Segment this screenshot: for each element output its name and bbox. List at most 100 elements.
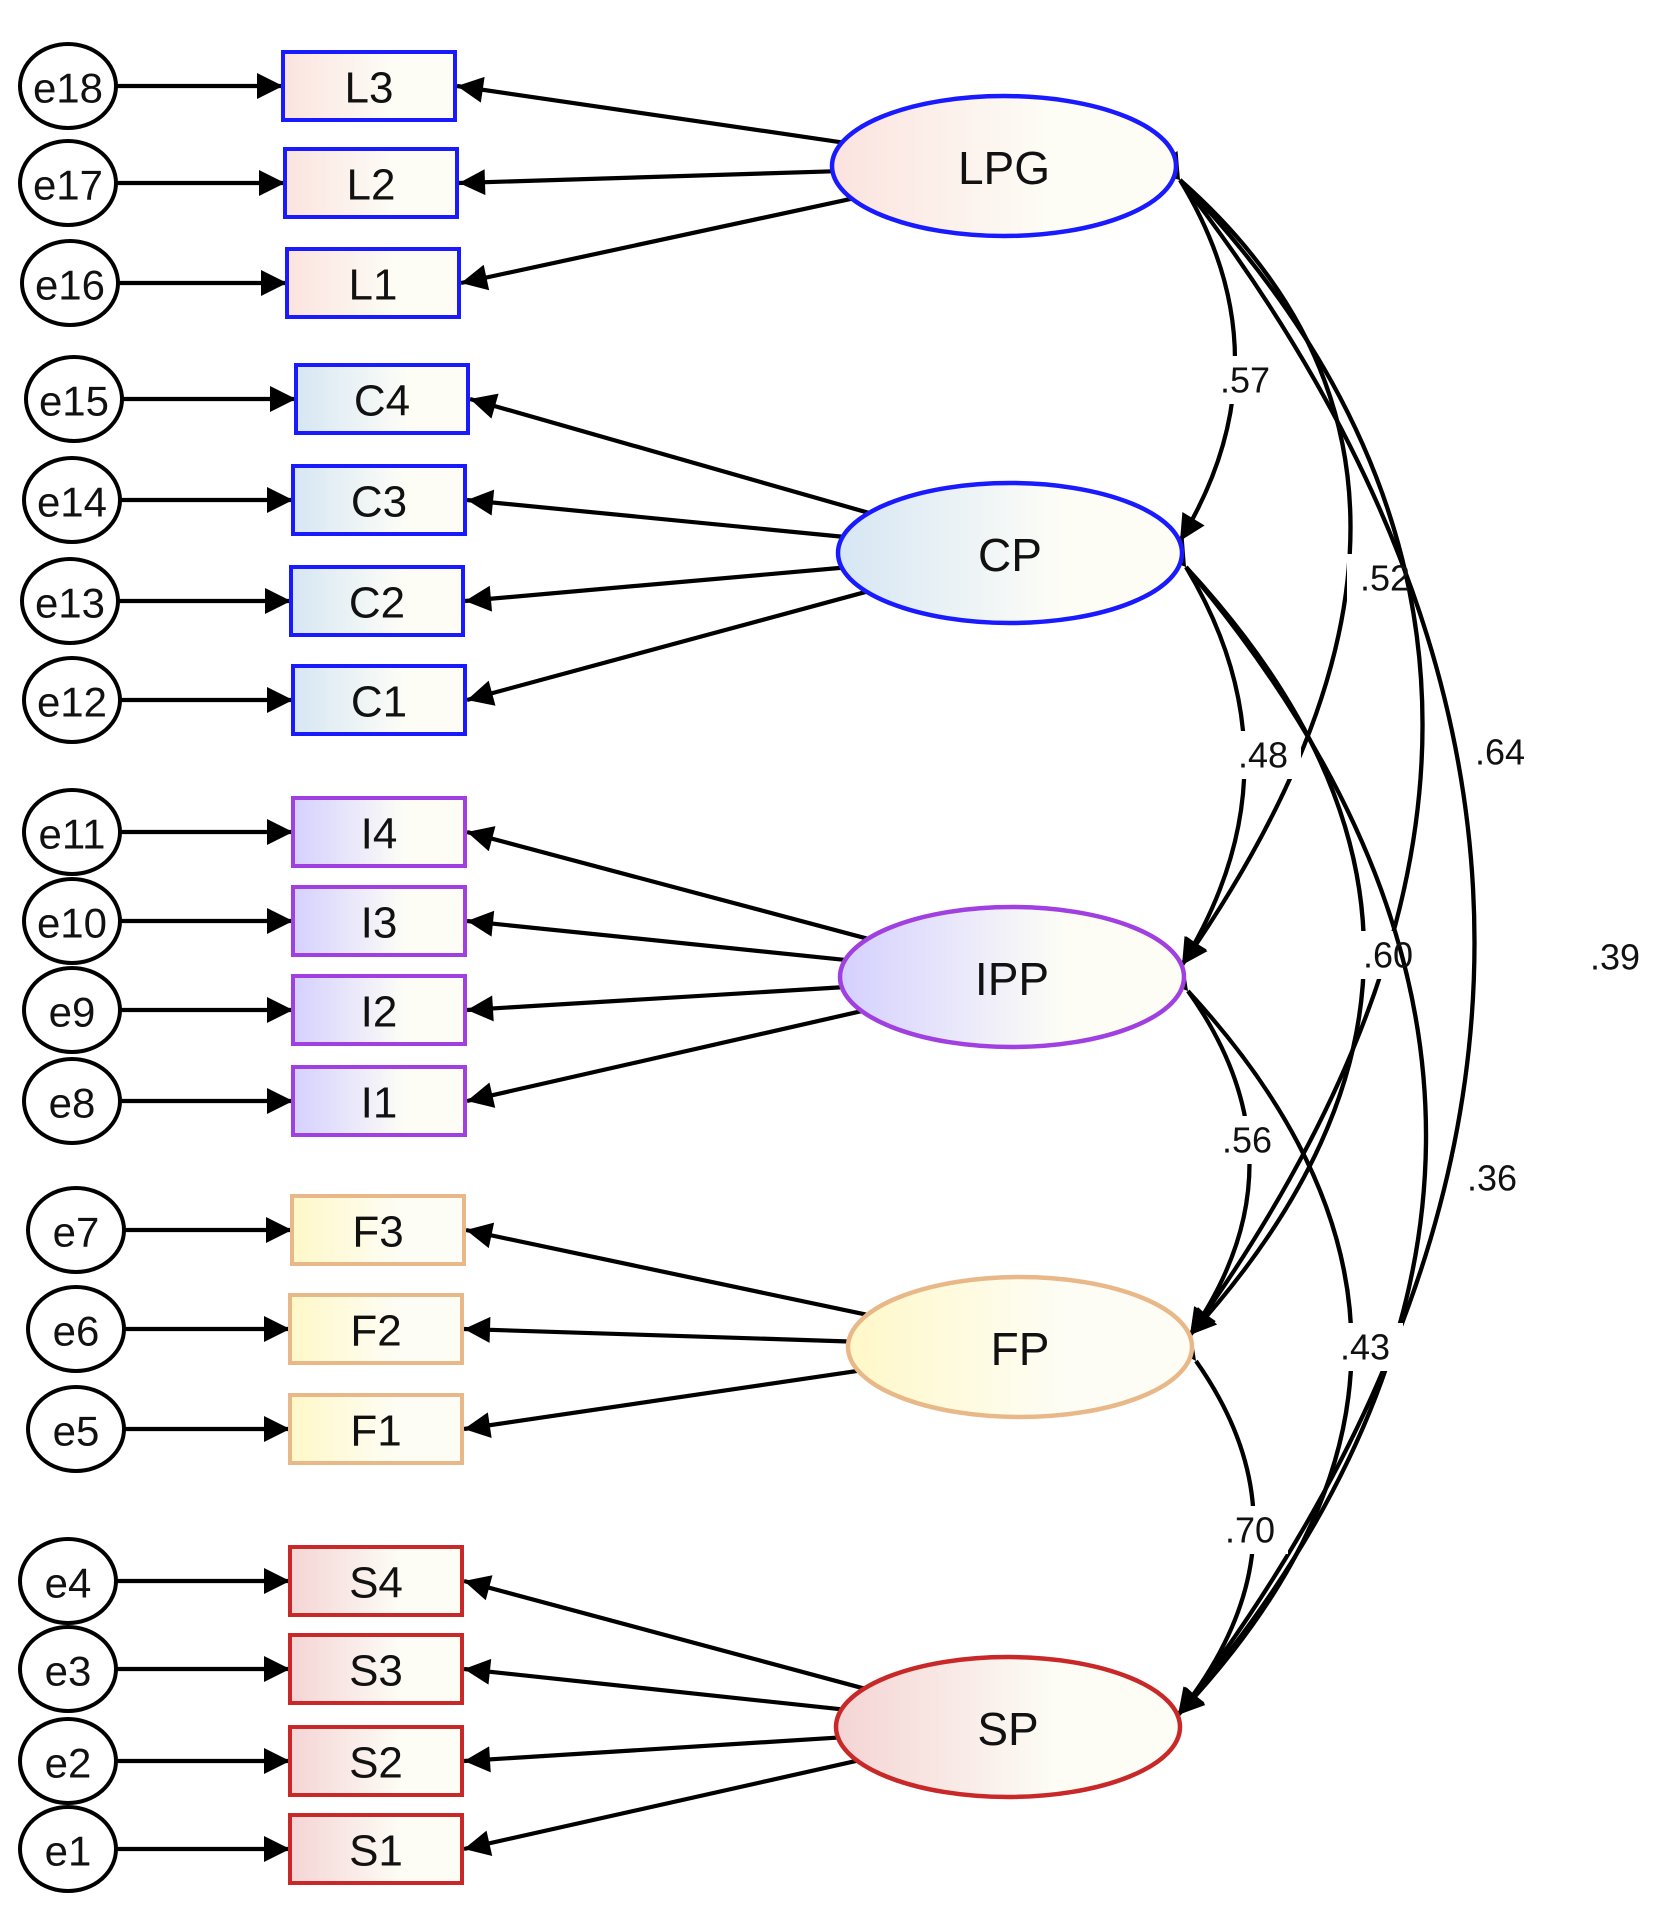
covariance-value-lpg-sp: .39 xyxy=(1590,937,1640,978)
error-label-e12: e12 xyxy=(37,679,107,726)
error-label-e13: e13 xyxy=(35,580,105,627)
indicator-label-s2: S2 xyxy=(349,1739,403,1788)
loading-path-i3 xyxy=(466,910,846,963)
loading-path-c3 xyxy=(466,489,843,539)
error-e17 xyxy=(18,139,118,227)
error-label-e1: e1 xyxy=(45,1828,92,1875)
latent-label-lpg: LPG xyxy=(958,142,1050,194)
covariance-value-lpg-fp: .64 xyxy=(1475,732,1525,773)
loading-path-f3 xyxy=(465,1222,868,1317)
error-label-e6: e6 xyxy=(53,1308,100,1355)
error-label-e14: e14 xyxy=(37,479,107,526)
covariance-value-lpg-cp: .57 xyxy=(1220,360,1270,401)
indicator-s2 xyxy=(288,1725,464,1797)
latent-cp xyxy=(835,480,1185,626)
error-label-e15: e15 xyxy=(39,378,109,425)
error-e10 xyxy=(22,877,122,965)
loading-path-s3 xyxy=(463,1658,842,1712)
loading-path-i1 xyxy=(466,1009,863,1108)
indicator-label-l3: L3 xyxy=(345,64,394,113)
loading-path-l1 xyxy=(460,196,853,291)
indicator-label-c1: C1 xyxy=(351,678,407,727)
covariance-label-bg xyxy=(1225,731,1301,779)
covariance-value-cp-fp: .60 xyxy=(1363,935,1413,976)
indicator-l2 xyxy=(283,147,459,219)
loading-path-c1 xyxy=(466,589,868,706)
indicator-label-f2: F2 xyxy=(350,1307,401,1356)
loading-path-c4 xyxy=(469,393,870,515)
latent-sp xyxy=(833,1654,1183,1800)
error-label-e18: e18 xyxy=(33,65,103,112)
covariance-lpg-ipp xyxy=(1151,153,1353,967)
covariance-label-bg xyxy=(1462,728,1538,776)
indicator-f2 xyxy=(288,1293,464,1365)
latent-label-ipp: IPP xyxy=(975,953,1049,1005)
indicator-c4 xyxy=(294,363,470,435)
error-e3 xyxy=(18,1625,118,1713)
indicator-i2 xyxy=(291,974,467,1046)
loading-path-c2 xyxy=(464,565,843,612)
path-lines xyxy=(116,73,1653,1862)
covariance-label-bg xyxy=(1350,931,1426,979)
error-e8 xyxy=(22,1057,122,1145)
error-label-e9: e9 xyxy=(49,989,96,1036)
loading-path-i2 xyxy=(466,985,842,1022)
indicator-l1 xyxy=(285,247,461,319)
indicator-label-i2: I2 xyxy=(361,988,398,1037)
error-e7 xyxy=(26,1186,126,1274)
indicator-label-c2: C2 xyxy=(349,579,405,628)
indicator-s4 xyxy=(288,1545,464,1617)
covariance-lpg-fp xyxy=(1152,152,1425,1337)
covariance-label-bg xyxy=(1207,356,1283,404)
error-e12 xyxy=(22,656,122,744)
error-e2 xyxy=(18,1717,118,1805)
loading-path-s4 xyxy=(463,1575,865,1691)
error-e1 xyxy=(18,1805,118,1893)
latent-label-sp: SP xyxy=(977,1703,1038,1755)
indicator-i3 xyxy=(291,885,467,957)
latent-ipp xyxy=(837,904,1187,1050)
indicator-c1 xyxy=(291,664,467,736)
error-label-e5: e5 xyxy=(53,1408,100,1455)
latent-fp xyxy=(845,1274,1195,1420)
indicator-label-i3: I3 xyxy=(361,899,398,948)
covariance-label-bg xyxy=(1212,1506,1288,1554)
loading-path-f1 xyxy=(463,1368,859,1439)
error-e5 xyxy=(26,1385,126,1473)
covariance-value-cp-ipp: .48 xyxy=(1238,735,1288,776)
covariance-value-cp-sp: .36 xyxy=(1467,1158,1517,1199)
error-e14 xyxy=(22,456,122,544)
indicator-label-i4: I4 xyxy=(361,810,398,859)
indicator-s1 xyxy=(288,1813,464,1885)
error-e13 xyxy=(20,557,120,645)
latent-lpg xyxy=(829,93,1179,239)
error-label-e4: e4 xyxy=(45,1560,92,1607)
error-e6 xyxy=(26,1285,126,1373)
error-label-e10: e10 xyxy=(37,900,107,947)
indicator-label-s3: S3 xyxy=(349,1647,403,1696)
error-label-e16: e16 xyxy=(35,262,105,309)
error-e4 xyxy=(18,1537,118,1625)
covariance-value-fp-sp: .70 xyxy=(1225,1510,1275,1551)
indicator-label-i1: I1 xyxy=(361,1079,398,1128)
indicator-i1 xyxy=(291,1065,467,1137)
covariance-ipp-sp xyxy=(1160,963,1354,1717)
indicator-f1 xyxy=(288,1393,464,1465)
covariance-label-bg xyxy=(1327,1323,1403,1371)
indicator-label-c3: C3 xyxy=(351,478,407,527)
error-e18 xyxy=(18,42,118,130)
latent-label-cp: CP xyxy=(978,529,1042,581)
indicator-label-l2: L2 xyxy=(347,161,396,210)
covariance-value-ipp-fp: .56 xyxy=(1222,1120,1272,1161)
indicator-label-s4: S4 xyxy=(349,1559,403,1608)
indicator-l3 xyxy=(281,50,457,122)
error-label-e2: e2 xyxy=(45,1740,92,1787)
indicator-c3 xyxy=(291,464,467,536)
error-e16 xyxy=(20,239,120,327)
latent-label-fp: FP xyxy=(991,1323,1050,1375)
covariance-label-bg xyxy=(1454,1154,1530,1202)
diagram-nodes xyxy=(18,42,1195,1893)
indicator-i4 xyxy=(291,796,467,868)
